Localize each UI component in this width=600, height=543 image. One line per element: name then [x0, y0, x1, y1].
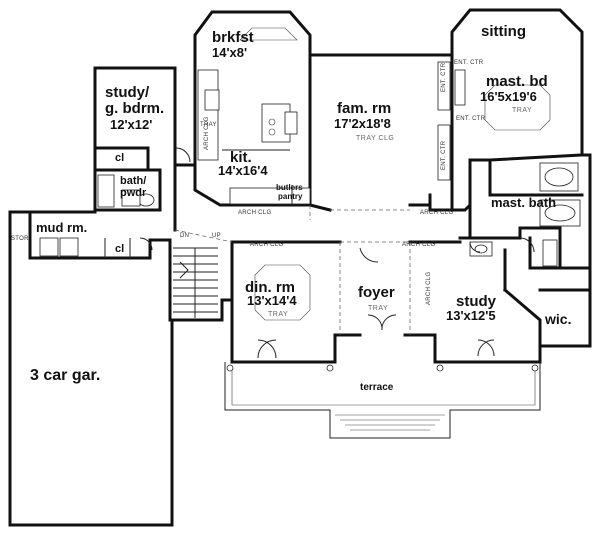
dims-family: 17'2x18'8 — [334, 116, 391, 131]
label-study-guest-line2: g. bdrm. — [105, 100, 164, 117]
note-tray-kitchen: TRAY — [200, 122, 217, 128]
kitchen-fixtures — [197, 69, 311, 205]
note-arch-b: ARCH CLG — [250, 242, 283, 248]
label-kitchen: kit. — [230, 149, 252, 166]
dims-master-bed: 16'5x19'6 — [480, 89, 537, 104]
label-mud-room: mud rm. — [36, 220, 87, 235]
label-dining: din. rm — [245, 279, 295, 296]
dims-study: 13'x12'5 — [446, 308, 496, 323]
note-stor: STOR — [11, 236, 29, 242]
label-walk-in-closet: wic. — [544, 311, 571, 327]
mud-room-fixtures — [39, 237, 131, 258]
dims-dining: 13'x14'4 — [247, 293, 297, 308]
label-master-bath: mast. bath — [491, 195, 556, 210]
note-arch-e: ARCH CLG — [204, 117, 210, 150]
built-ins — [437, 61, 466, 181]
label-foyer: foyer — [358, 284, 395, 301]
stairs — [173, 247, 218, 318]
doors — [139, 147, 535, 359]
label-family: fam. rm — [337, 100, 391, 117]
dims-breakfast: 14'x8' — [212, 45, 247, 60]
label-butlers-pantry-line1: butlers — [276, 183, 303, 192]
label-bath-powder-line1: bath/ — [120, 175, 146, 187]
note-dn: DN — [180, 233, 189, 239]
terrace-outline — [224, 362, 541, 439]
dims-kitchen: 14'x16'4 — [218, 163, 268, 178]
note-ent-ctr-c: ENT. CTR — [454, 60, 484, 66]
bath-fixtures — [97, 162, 581, 267]
label-closet-mud: cl — [115, 243, 124, 255]
note-ent-ctr-a: ENT. CTR — [441, 62, 447, 92]
note-ent-ctr-b: ENT. CTR — [441, 140, 447, 170]
label-bath-powder-line2: pwdr — [120, 187, 147, 199]
plan-notes: STOR DN UP TRAY ARCH CLG ARCH CLG ARCH C… — [11, 60, 486, 305]
label-breakfast: brkfst — [212, 29, 254, 46]
note-arch-d: ARCH CLG — [402, 242, 435, 248]
label-closet-study: cl — [115, 152, 124, 164]
tray-ceilings — [239, 27, 551, 321]
note-up: UP — [212, 233, 221, 239]
ceiling-foyer: TRAY — [368, 305, 388, 312]
label-sitting: sitting — [481, 23, 526, 40]
label-butlers-pantry-line2: pantry — [278, 192, 303, 201]
label-study-guest-line1: study/ — [105, 84, 150, 101]
note-ent-ctr-d: ENT. CTR — [456, 116, 486, 122]
label-terrace: terrace — [360, 382, 394, 393]
dims-study-guest: 12'x12' — [110, 117, 152, 132]
interior-walls — [93, 53, 592, 322]
note-arch-c: ARCH CLG — [420, 210, 453, 216]
label-garage: 3 car gar. — [30, 367, 100, 384]
label-study: study — [456, 293, 497, 310]
label-master-bed: mast. bd — [486, 73, 548, 90]
ceiling-family: TRAY CLG — [356, 135, 394, 142]
ceiling-master-bed: TRAY — [512, 107, 532, 114]
note-arch-f: ARCH CLG — [426, 272, 432, 305]
ceiling-dining: TRAY — [268, 311, 288, 318]
room-labels: brkfst 14'x8' sitting study/ g. bdrm. 12… — [30, 23, 571, 393]
note-arch-a: ARCH CLG — [238, 210, 271, 216]
openings — [174, 205, 411, 335]
